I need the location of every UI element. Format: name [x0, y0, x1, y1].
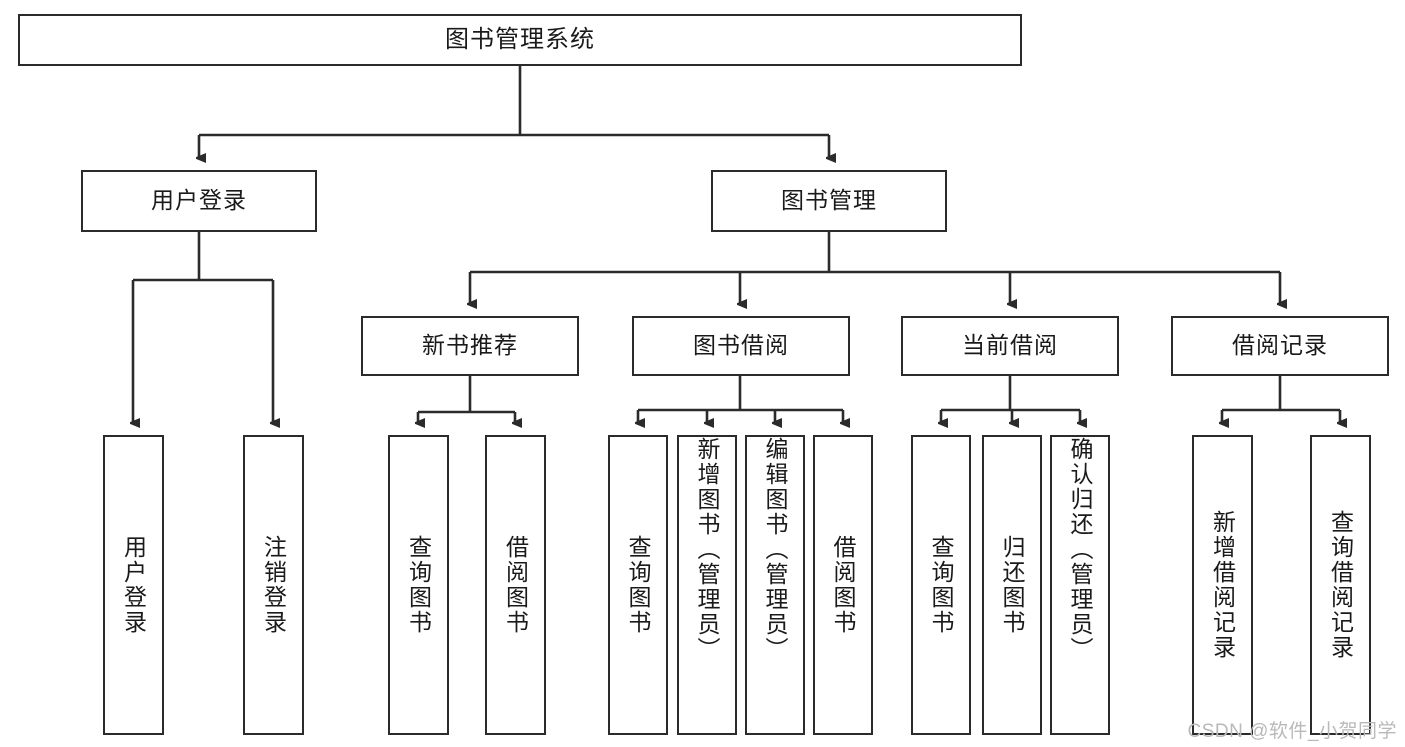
node-leaf-user-login[interactable]: 用户登录	[103, 435, 164, 735]
node-leaf-borrow-book-2[interactable]: 借阅图书	[813, 435, 873, 735]
node-book-borrow-label: 图书借阅	[693, 332, 789, 359]
node-book-manage-label: 图书管理	[781, 187, 877, 214]
node-leaf-confirm-return-label: 确认归还（管理员）	[1067, 437, 1094, 662]
node-leaf-add-record[interactable]: 新增借阅记录	[1192, 435, 1253, 735]
node-leaf-borrow-book-1[interactable]: 借阅图书	[485, 435, 546, 735]
node-leaf-query-book-1-label: 查询图书	[405, 535, 432, 635]
node-leaf-add-record-label: 新增借阅记录	[1209, 510, 1236, 660]
node-borrow-record[interactable]: 借阅记录	[1171, 316, 1389, 376]
node-leaf-add-book-label: 新增图书（管理员）	[694, 437, 721, 662]
node-leaf-return-book[interactable]: 归还图书	[982, 435, 1042, 735]
node-user-login-label: 用户登录	[151, 187, 247, 214]
node-leaf-add-book[interactable]: 新增图书（管理员）	[677, 435, 737, 735]
node-leaf-borrow-book-1-label: 借阅图书	[502, 535, 529, 635]
node-book-borrow[interactable]: 图书借阅	[632, 316, 850, 376]
node-leaf-query-record[interactable]: 查询借阅记录	[1310, 435, 1371, 735]
node-leaf-query-book-3-label: 查询图书	[928, 535, 955, 635]
node-root-label: 图书管理系统	[445, 25, 595, 53]
node-leaf-edit-book[interactable]: 编辑图书（管理员）	[745, 435, 805, 735]
node-leaf-logout[interactable]: 注销登录	[243, 435, 304, 735]
node-leaf-query-record-label: 查询借阅记录	[1327, 510, 1354, 660]
node-leaf-confirm-return[interactable]: 确认归还（管理员）	[1050, 435, 1110, 735]
node-root[interactable]: 图书管理系统	[18, 14, 1022, 66]
node-leaf-return-book-label: 归还图书	[999, 535, 1026, 635]
node-book-manage[interactable]: 图书管理	[711, 170, 947, 232]
node-leaf-user-login-label: 用户登录	[120, 535, 147, 635]
node-current-borrow-label: 当前借阅	[962, 332, 1058, 359]
node-leaf-query-book-2-label: 查询图书	[625, 535, 652, 635]
node-leaf-logout-label: 注销登录	[260, 535, 287, 635]
node-current-borrow[interactable]: 当前借阅	[901, 316, 1119, 376]
node-new-book-rec-label: 新书推荐	[422, 332, 518, 359]
node-leaf-borrow-book-2-label: 借阅图书	[830, 535, 857, 635]
node-leaf-query-book-1[interactable]: 查询图书	[388, 435, 449, 735]
node-user-login[interactable]: 用户登录	[81, 170, 317, 232]
node-borrow-record-label: 借阅记录	[1232, 332, 1328, 359]
node-leaf-query-book-3[interactable]: 查询图书	[911, 435, 971, 735]
node-new-book-rec[interactable]: 新书推荐	[361, 316, 579, 376]
node-leaf-query-book-2[interactable]: 查询图书	[608, 435, 668, 735]
node-leaf-edit-book-label: 编辑图书（管理员）	[762, 437, 789, 662]
